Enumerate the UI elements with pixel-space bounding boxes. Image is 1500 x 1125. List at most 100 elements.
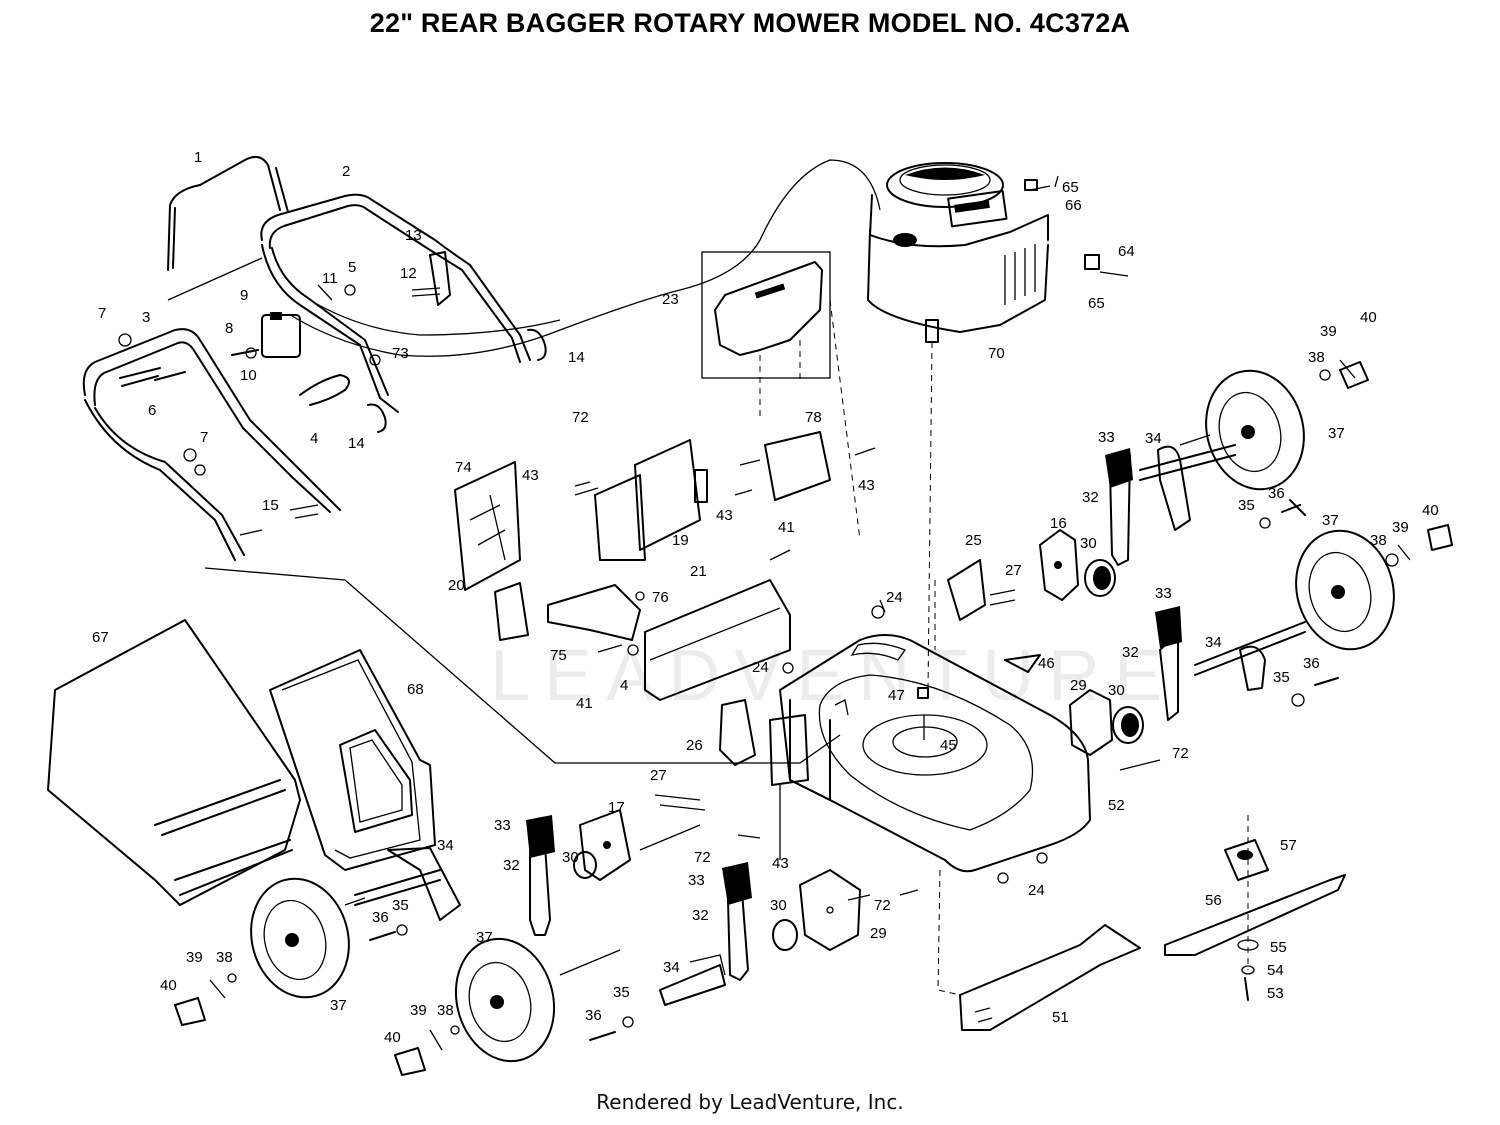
part-30-spacer-b[interactable] (1112, 706, 1144, 744)
part-24-nut-a[interactable] (871, 605, 885, 619)
part-32-adjuster-d[interactable] (727, 891, 749, 981)
part-40-cap-c[interactable] (174, 997, 206, 1026)
part-37-wheel-c[interactable] (238, 868, 362, 1009)
part-38-washer-c[interactable] (227, 973, 237, 983)
part-67-bag[interactable] (47, 619, 301, 906)
part-40-cap-a[interactable] (1339, 361, 1369, 389)
part-5-nut[interactable] (344, 284, 356, 296)
part-35-washer-a[interactable] (1259, 517, 1271, 529)
blade-assembly[interactable] (937, 815, 1346, 1031)
part-51-baffle[interactable] (959, 924, 1141, 1031)
callout-39-d: 39 (410, 1002, 427, 1019)
chute-parts[interactable] (454, 431, 876, 701)
part-25-bracket[interactable] (947, 559, 986, 621)
part-46-bracket[interactable] (1004, 654, 1041, 673)
part-37-wheel-a[interactable] (1193, 360, 1317, 501)
part-15-bolts[interactable] (239, 504, 319, 536)
part-33-knob-a[interactable] (1105, 448, 1133, 488)
part-30-spacer-d[interactable] (772, 919, 798, 951)
part-24-nut-c[interactable] (997, 872, 1009, 884)
callout-64: 64 (1118, 243, 1135, 260)
part-68-frame[interactable] (269, 649, 436, 871)
part-34-axle-d[interactable] (659, 964, 726, 1006)
part-37-wheel-d[interactable] (443, 928, 568, 1073)
part-9-control-box[interactable] (261, 314, 301, 358)
part-36-bolt-a[interactable] (1281, 499, 1306, 516)
part-36-bolt-d[interactable] (589, 1031, 616, 1041)
part-11-bolt[interactable] (317, 284, 333, 301)
part-53-bolt[interactable] (1244, 977, 1249, 1001)
part-39-clip-c[interactable] (209, 979, 226, 999)
part-66-clip[interactable] (1024, 179, 1038, 191)
part-74-plate[interactable] (454, 461, 521, 591)
part-24-nut-b[interactable] (782, 662, 794, 674)
wheels[interactable] (174, 359, 1453, 1076)
part-35-washer-d[interactable] (622, 1016, 634, 1028)
part-27-bolt-b[interactable] (654, 794, 706, 811)
part-3-lower-handle[interactable] (82, 328, 341, 513)
part-27-bolt-a[interactable] (989, 589, 1016, 606)
part-38-washer-a[interactable] (1319, 369, 1331, 381)
part-30-spacer-a[interactable] (1084, 559, 1116, 597)
handle-assembly[interactable] (82, 155, 881, 764)
part-47-nut[interactable] (917, 687, 929, 699)
part-38-washer-b[interactable] (1385, 553, 1399, 567)
gear-plates[interactable] (573, 529, 1144, 951)
part-38-washer-d[interactable] (450, 1025, 460, 1035)
part-16-plate[interactable] (1039, 529, 1079, 601)
part-39-clip-a[interactable] (1339, 359, 1356, 379)
part-40-cap-d[interactable] (394, 1047, 426, 1076)
part-21-hinge-plate[interactable] (644, 579, 791, 701)
part-35-washer-c[interactable] (396, 924, 408, 936)
callout-54: 54 (1267, 962, 1284, 979)
part-37-wheel-b[interactable] (1283, 520, 1407, 661)
part-54-washer[interactable] (1241, 965, 1255, 975)
part-14-knob-lower[interactable] (367, 403, 387, 433)
part-19-bracket[interactable] (634, 439, 701, 551)
part-39-clip-b[interactable] (1397, 544, 1411, 561)
part-12-bolt[interactable] (411, 287, 441, 297)
part-36-bolt-b[interactable] (1314, 677, 1339, 686)
part-39-clip-d[interactable] (429, 1029, 443, 1051)
part-7-clip[interactable] (118, 333, 132, 347)
part-1-bail[interactable] (167, 155, 289, 271)
engine-part-70[interactable] (867, 162, 1129, 691)
part-32-adjuster-c[interactable] (529, 844, 551, 936)
part-40-cap-b[interactable] (1427, 524, 1453, 551)
part-65-screw-lower[interactable] (1099, 271, 1129, 277)
part-65-screw-upper[interactable] (1029, 175, 1059, 191)
part-36-bolt-c[interactable] (369, 931, 396, 941)
part-33-knob-c[interactable] (526, 815, 555, 858)
callout-27-b: 27 (650, 767, 667, 784)
part-10-washer[interactable] (245, 347, 257, 359)
part-73-nut[interactable] (369, 354, 381, 366)
part-33-knob-d[interactable] (722, 862, 752, 905)
part-56-blade[interactable] (1164, 874, 1346, 956)
part-20-hinge[interactable] (494, 582, 529, 641)
callout-46: 46 (1038, 655, 1055, 672)
part-2-upper-handle[interactable] (260, 193, 531, 363)
part-26-bracket[interactable] (719, 699, 756, 766)
part-33-knob-b[interactable] (1155, 606, 1182, 648)
part-4-spring[interactable] (299, 374, 350, 406)
part-34-axle-a[interactable] (1139, 444, 1236, 481)
part-29-plate-a[interactable] (1069, 689, 1113, 756)
part-43-screw[interactable] (574, 481, 599, 496)
part-41-screw[interactable] (597, 644, 623, 653)
part-14-knob-upper[interactable] (527, 328, 547, 361)
deflector-door-part-23[interactable] (701, 251, 861, 541)
part-17-plate[interactable] (579, 809, 631, 881)
part-78-bracket[interactable] (764, 431, 831, 501)
part-8-bolt[interactable] (231, 349, 259, 356)
part-35-washer-b[interactable] (1291, 693, 1305, 707)
mower-deck-part-52[interactable] (779, 599, 1091, 884)
part-64-bracket[interactable] (1084, 254, 1100, 270)
callout-55: 55 (1270, 939, 1287, 956)
part-34-axle-b[interactable] (1194, 621, 1306, 676)
grass-bag[interactable] (47, 619, 436, 906)
part-75-rod-bracket[interactable] (547, 584, 641, 641)
part-6-bolt[interactable] (119, 367, 186, 387)
part-57-adapter[interactable] (1224, 839, 1269, 881)
part-30-spacer-c[interactable] (573, 851, 597, 879)
part-29-plate-b[interactable] (799, 869, 861, 951)
